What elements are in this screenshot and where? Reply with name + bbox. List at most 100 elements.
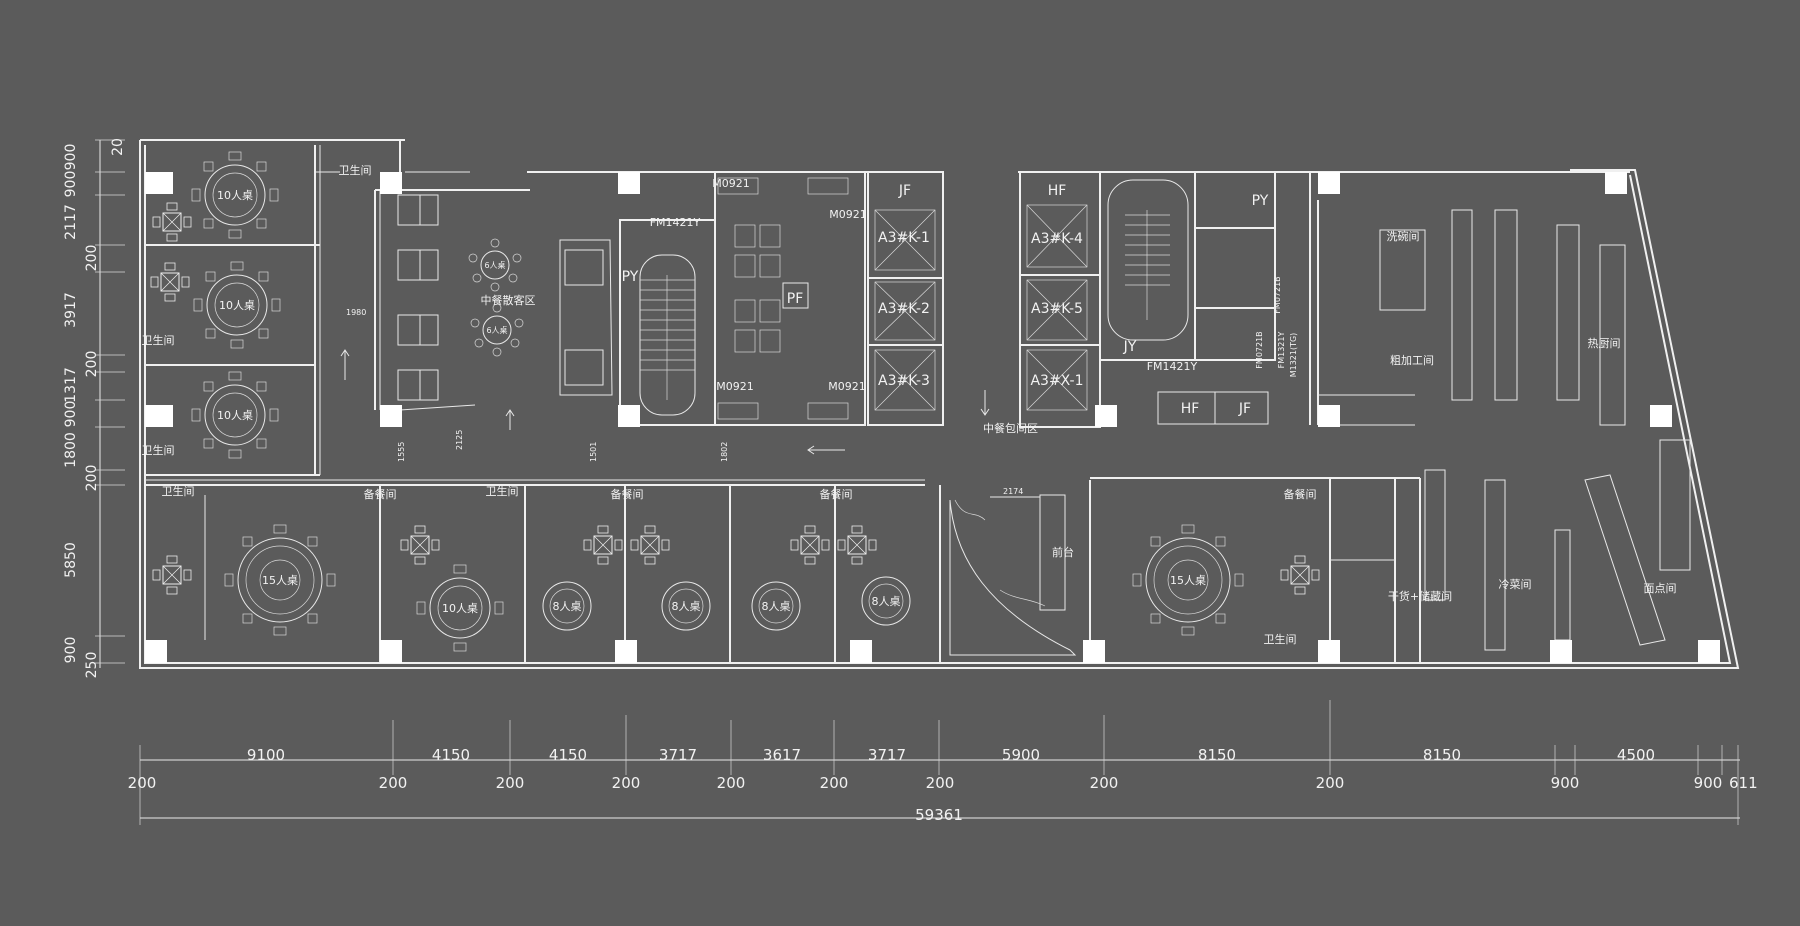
mid-dim: 200 — [496, 774, 525, 792]
dim-note: 1980 — [346, 308, 366, 317]
direction-arrows — [340, 349, 990, 455]
left-dim: 200 — [84, 465, 100, 492]
bottom-dim: 4150 — [432, 746, 470, 764]
round-table-8-b — [661, 581, 711, 631]
round-table-8-d — [861, 576, 911, 626]
square-table — [152, 555, 192, 595]
left-dim: 250 — [84, 652, 100, 679]
left-dim: 5850 — [63, 542, 79, 578]
area-label: 中餐包间区 — [983, 421, 1038, 435]
square-table — [630, 525, 670, 565]
mid-dim: 200 — [717, 774, 746, 792]
lift-code: A3#X-1 — [1030, 373, 1083, 389]
round-table-8-a — [542, 581, 592, 631]
round-table-10-b — [193, 261, 281, 349]
structural-columns — [145, 172, 1720, 663]
lift-code: A3#K-4 — [1031, 231, 1083, 247]
kitchen-label: 热厨间 — [1588, 337, 1621, 350]
service-label: 备餐间 — [364, 487, 397, 501]
left-dimension-line — [95, 139, 125, 668]
door-code: FM1321Y — [1277, 332, 1286, 369]
left-dim: 20 — [110, 138, 126, 156]
kitchen-label: 面点间 — [1644, 582, 1677, 595]
kitchen-label: 粗加工间 — [1390, 354, 1434, 367]
bottom-dim: 4150 — [549, 746, 587, 764]
wc-label: 卫生间 — [339, 163, 372, 177]
lift-code: A3#K-2 — [878, 301, 930, 317]
wc-label: 卫生间 — [162, 484, 195, 498]
kitchen-label: 冷菜间 — [1499, 578, 1532, 591]
table-label: 8人桌 — [762, 600, 791, 613]
bottom-dim: 8150 — [1423, 746, 1461, 764]
bottom-dim: 9100 — [247, 746, 285, 764]
round-table-8-c — [751, 581, 801, 631]
mid-dim: 200 — [128, 774, 157, 792]
service-label: 备餐间 — [611, 487, 644, 501]
dim-note: 2125 — [455, 430, 464, 450]
left-dim: 900 — [63, 144, 79, 171]
door-code: FM0721B — [1255, 331, 1264, 368]
service-label: 备餐间 — [1284, 487, 1317, 501]
left-dim: 900 — [63, 171, 79, 198]
table-label: 10人桌 — [217, 189, 253, 202]
round-table-10-c — [191, 371, 279, 459]
round-table-6-b — [470, 303, 524, 357]
wc-label: 卫生间 — [1264, 632, 1297, 646]
core-left — [619, 171, 944, 426]
mid-dim: 200 — [612, 774, 641, 792]
left-dim: 200 — [84, 245, 100, 272]
left-dim: 200 — [84, 351, 100, 378]
buffet-counter — [559, 239, 613, 396]
round-table-15-a — [224, 524, 336, 636]
table-label: 6人桌 — [486, 325, 507, 335]
lift-code: A3#K-5 — [1031, 301, 1083, 317]
round-table-10-a — [191, 151, 279, 239]
mid-dim: 200 — [1316, 774, 1345, 792]
wc-label: 卫生间 — [142, 443, 175, 457]
lift-code: A3#K-1 — [878, 230, 930, 246]
wc-label: 卫生间 — [142, 333, 175, 347]
lift-code: A3#K-3 — [878, 373, 930, 389]
door-code: M1321(TG) — [1289, 333, 1298, 378]
wc-label: 卫生间 — [486, 484, 519, 498]
table-label: 10人桌 — [219, 299, 255, 312]
table-label: 15人桌 — [1170, 574, 1206, 587]
bottom-dimension-lines — [139, 700, 1740, 825]
mid-dim: 200 — [379, 774, 408, 792]
left-dim: 900 — [63, 401, 79, 428]
dim-note: 1501 — [589, 442, 598, 462]
door-code: FM1421Y — [650, 216, 701, 229]
shaft-code: JF — [1238, 401, 1251, 417]
reception-area — [949, 494, 1077, 656]
left-dim: 2117 — [63, 204, 79, 240]
service-label: 备餐间 — [820, 487, 853, 501]
round-table-6-a — [468, 238, 522, 292]
bottom-dim: 4500 — [1617, 746, 1655, 764]
door-code: FM0721B — [1273, 276, 1282, 313]
left-dim: 900 — [63, 637, 79, 664]
kitchen-walls — [1309, 172, 1691, 663]
table-label: 8人桌 — [672, 600, 701, 613]
door-code: M0921 — [828, 380, 866, 393]
shaft-code: JF — [898, 183, 911, 199]
table-label: 10人桌 — [217, 409, 253, 422]
square-table — [1280, 555, 1320, 595]
shaft-code: PY — [622, 269, 639, 285]
hall-label: 中餐散客区 — [481, 293, 536, 307]
table-label: 10人桌 — [442, 602, 478, 615]
round-table-15-b — [1132, 524, 1244, 636]
mid-dim: 200 — [820, 774, 849, 792]
left-dim: 1800 — [63, 432, 79, 468]
shaft-code: JY — [1123, 339, 1137, 355]
shaft-code: HF — [1048, 183, 1067, 199]
dim-note: 1802 — [720, 442, 729, 462]
mid-dim: 200 — [926, 774, 955, 792]
shaft-code: HF — [1181, 401, 1200, 417]
table-label: 6人桌 — [484, 260, 505, 270]
bottom-dim: 5900 — [1002, 746, 1040, 764]
door-code: M0921 — [716, 380, 754, 393]
door-code: M0921 — [712, 177, 750, 190]
left-dim: 1317 — [63, 367, 79, 403]
shaft-code: PF — [787, 291, 804, 307]
